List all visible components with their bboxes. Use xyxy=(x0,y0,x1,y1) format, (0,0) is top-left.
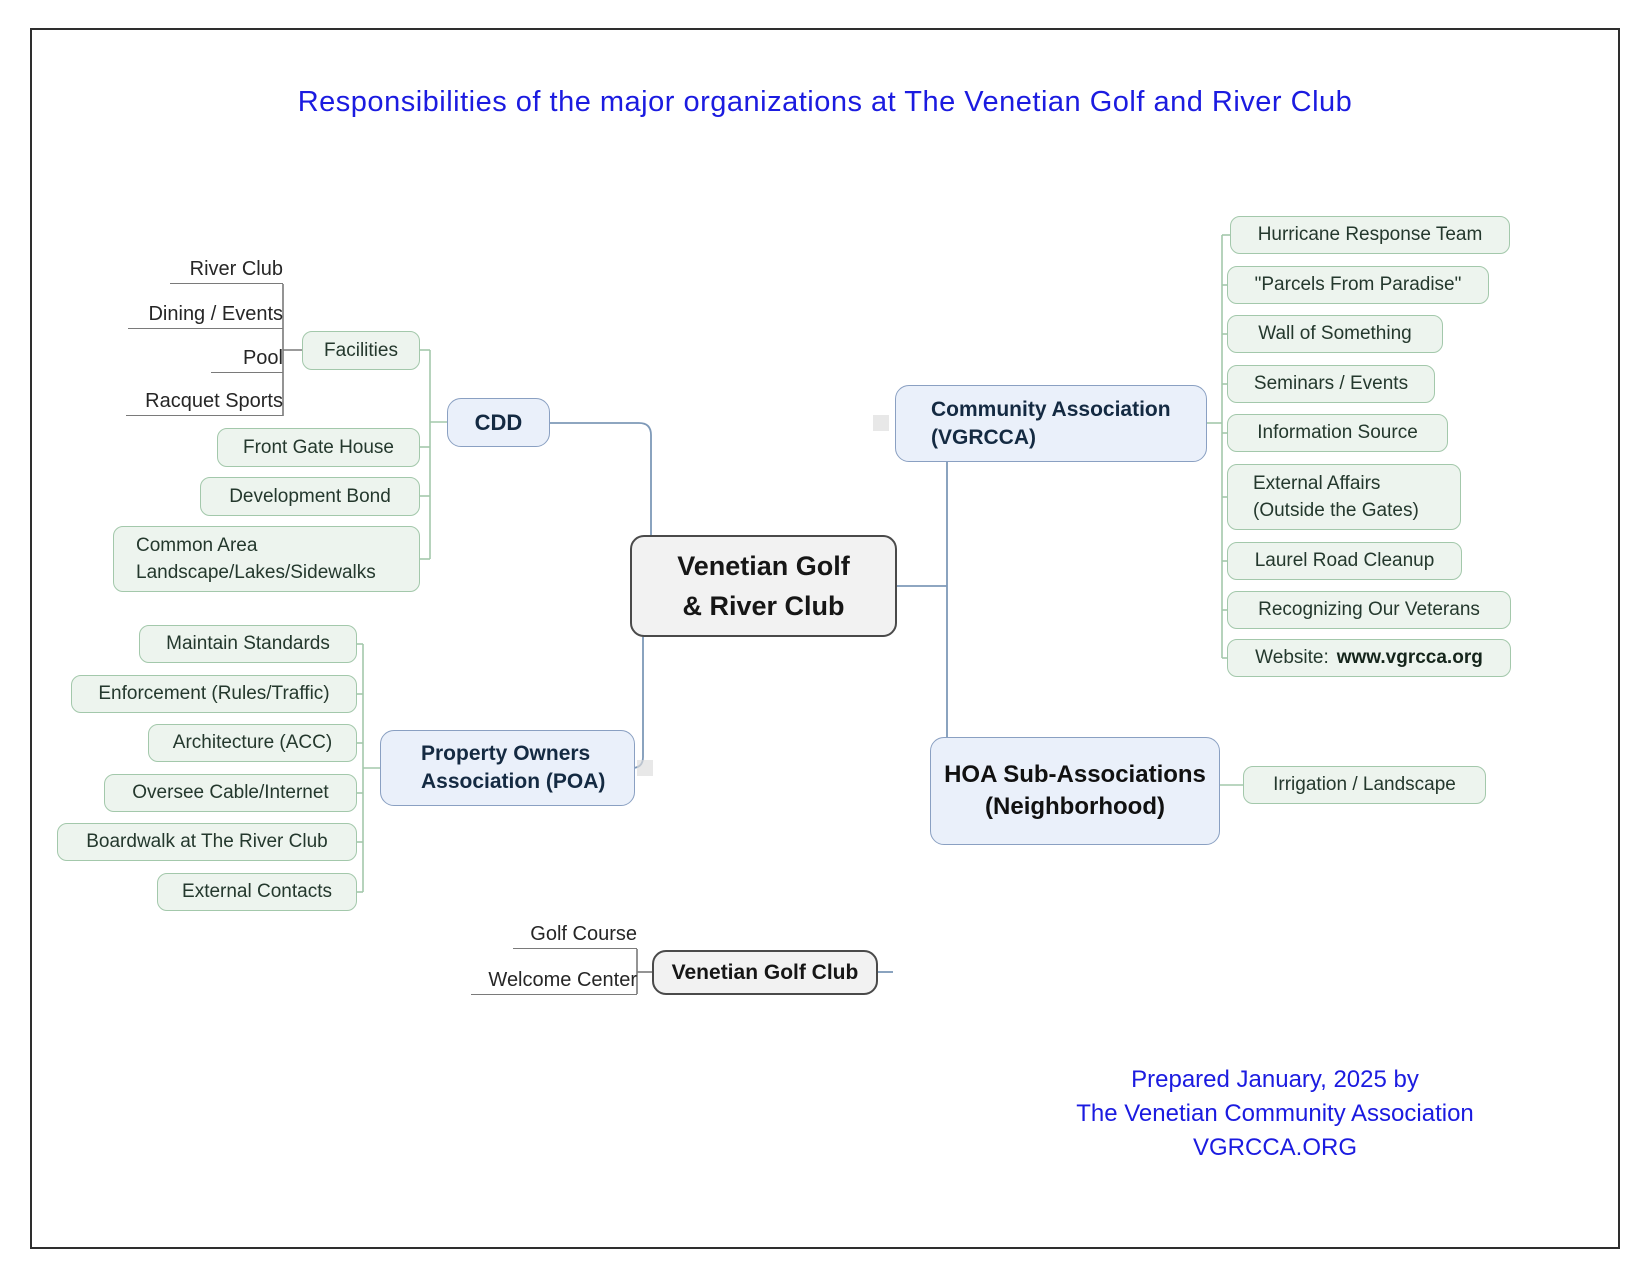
node-center-line1: Venetian Golf xyxy=(677,551,850,581)
leaf-website: Website: www.vgrcca.org xyxy=(1227,639,1511,677)
leaf-common-area: Common Area Landscape/Lakes/Sidewalks xyxy=(113,526,420,592)
label-dining-events: Dining / Events xyxy=(128,295,283,329)
leaf-boardwalk: Boardwalk at The River Club xyxy=(57,823,357,861)
leaf-front-gate-house: Front Gate House xyxy=(217,428,420,467)
node-hoa: HOA Sub-Associations (Neighborhood) xyxy=(930,737,1220,845)
node-poa-line1: Property Owners xyxy=(421,742,591,765)
node-hoa-line2: (Neighborhood) xyxy=(985,793,1165,820)
leaf-website-prefix: Website: xyxy=(1255,647,1329,668)
leaf-external-affairs: External Affairs (Outside the Gates) xyxy=(1227,464,1461,530)
node-community-line1: Community Association xyxy=(931,397,1171,421)
leaf-wall-of-something: Wall of Something xyxy=(1227,315,1443,353)
leaf-facilities: Facilities xyxy=(302,331,420,370)
collapse-indicator-poa xyxy=(637,760,653,776)
page-title: Responsibilities of the major organizati… xyxy=(297,86,1353,118)
node-cdd: CDD xyxy=(447,398,550,447)
footer-line3: VGRCCA.ORG xyxy=(1192,1134,1357,1161)
leaf-external-affairs-line2: (Outside the Gates) xyxy=(1253,500,1419,521)
leaf-enforcement: Enforcement (Rules/Traffic) xyxy=(71,675,357,713)
label-pool: Pool xyxy=(211,339,283,373)
leaf-common-area-line1: Common Area xyxy=(136,535,258,556)
footer-line2: The Venetian Community Association xyxy=(1076,1100,1474,1127)
footer-line1: Prepared January, 2025 by xyxy=(1131,1066,1419,1093)
leaf-website-url: www.vgrcca.org xyxy=(1336,647,1483,668)
leaf-external-affairs-line1: External Affairs xyxy=(1253,473,1381,494)
leaf-common-area-line2: Landscape/Lakes/Sidewalks xyxy=(136,562,376,583)
leaf-laurel-road-cleanup: Laurel Road Cleanup xyxy=(1227,542,1462,580)
node-poa-line2: Association (POA) xyxy=(421,770,606,793)
leaf-recognizing-veterans: Recognizing Our Veterans xyxy=(1227,591,1511,629)
node-center-line2: & River Club xyxy=(682,591,845,621)
label-racquet-sports: Racquet Sports xyxy=(126,382,283,416)
leaf-seminars-events: Seminars / Events xyxy=(1227,365,1435,403)
node-community-line2: (VGRCCA) xyxy=(931,425,1036,449)
node-poa: Property Owners Association (POA) xyxy=(380,730,635,806)
leaf-hurricane-response: Hurricane Response Team xyxy=(1230,216,1510,254)
leaf-oversee-cable: Oversee Cable/Internet xyxy=(104,774,357,812)
leaf-maintain-standards: Maintain Standards xyxy=(139,625,357,663)
leaf-external-contacts: External Contacts xyxy=(157,873,357,911)
label-golf-course: Golf Course xyxy=(513,916,637,949)
label-welcome-center: Welcome Center xyxy=(471,961,637,995)
collapse-indicator-community xyxy=(873,415,889,431)
node-hoa-line1: HOA Sub-Associations xyxy=(944,761,1206,788)
leaf-information-source: Information Source xyxy=(1227,414,1448,452)
leaf-architecture: Architecture (ACC) xyxy=(148,724,357,762)
leaf-irrigation-landscape: Irrigation / Landscape xyxy=(1243,766,1486,804)
footer-credit: Prepared January, 2025 by The Venetian C… xyxy=(1040,1063,1510,1165)
node-center: Venetian Golf & River Club xyxy=(630,535,897,637)
label-river-club: River Club xyxy=(170,251,283,284)
leaf-development-bond: Development Bond xyxy=(200,477,420,516)
node-community: Community Association (VGRCCA) xyxy=(895,385,1207,462)
node-golf-club: Venetian Golf Club xyxy=(652,950,878,995)
leaf-parcels-from-paradise: "Parcels From Paradise" xyxy=(1227,266,1489,304)
